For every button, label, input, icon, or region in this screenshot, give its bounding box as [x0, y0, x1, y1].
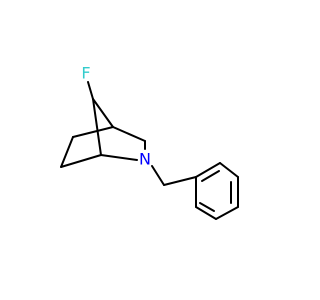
bond-ar-inner-c [199, 202, 215, 212]
bond-c1-n2 [100, 154, 138, 161]
bond-c6-c1 [60, 154, 102, 168]
bond-n2-ch2 [151, 165, 165, 186]
molecule-structure: F N [60, 64, 239, 220]
bond-ar-inner-a [201, 170, 220, 182]
fluorine-atom-label: F [81, 64, 90, 83]
bond-ar-4-5 [215, 206, 239, 220]
bond-c7-c1 [92, 98, 102, 156]
bond-c7-c4 [92, 98, 114, 128]
bond-ar-1-2 [195, 162, 221, 178]
bond-c4-c3 [112, 126, 146, 142]
bond-c7-f [87, 81, 94, 100]
bond-c5-c6 [60, 136, 74, 168]
bond-c4-c5 [72, 126, 114, 138]
nitrogen-atom-label: N [139, 150, 151, 169]
bond-ar-2-3 [219, 162, 239, 178]
bond-ar-5-6 [195, 206, 217, 220]
bond-ch2-c1p [163, 176, 197, 186]
